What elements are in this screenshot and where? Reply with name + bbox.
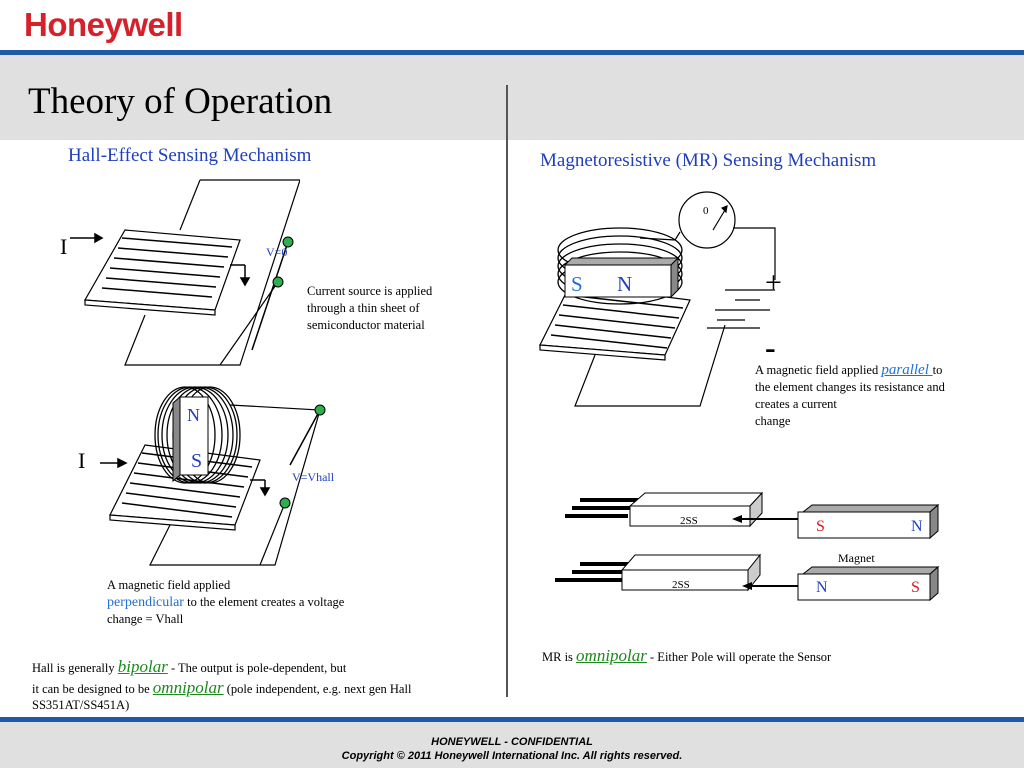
- magnet2-pole-n: N: [816, 579, 828, 596]
- honeywell-logo: Honeywell: [24, 6, 183, 43]
- perpendicular-term: perpendicular: [107, 595, 184, 610]
- caption-line: through a thin sheet of: [307, 301, 420, 315]
- terminal-dot: [272, 276, 284, 288]
- meter: [678, 191, 736, 249]
- magnet-bar: [172, 395, 209, 483]
- pole-s-label: S: [571, 272, 583, 296]
- mr-heading: Magnetoresistive (MR) Sensing Mechanism: [540, 150, 877, 171]
- coil: [154, 386, 241, 484]
- sensor-magnet-diagram: 2SS S N Magnet 2SS N S: [555, 491, 940, 602]
- magnet1-pole-n: N: [911, 518, 923, 535]
- hall-diagram-with-magnet: N S I V=Vhall: [78, 386, 335, 566]
- magnet2-pole-s: S: [911, 579, 920, 596]
- summary-text: it can be designed to be: [32, 682, 153, 696]
- mr-summary: MR is omnipolar - Either Pole will opera…: [542, 646, 1002, 667]
- caption-line: semiconductor material: [307, 318, 425, 332]
- magnet-bar: [563, 256, 680, 299]
- plus-sign: +: [765, 266, 782, 299]
- magnet-block: [797, 565, 940, 602]
- caption-line: the element changes its resistance and: [755, 380, 945, 394]
- minus-sign: -: [765, 329, 776, 365]
- circuit-wire: [149, 404, 321, 566]
- voltage-label: V=Vhall: [292, 470, 335, 484]
- header-band: [0, 50, 1024, 55]
- hall-caption-1: Current source is applied through a thin…: [307, 283, 432, 334]
- summary-text: MR is: [542, 650, 577, 664]
- mr-diagram: S N 0 + -: [539, 191, 782, 407]
- pole-n-label: N: [617, 272, 632, 296]
- circuit-wire: [574, 324, 726, 407]
- current-label: I: [60, 234, 67, 259]
- column-divider: [506, 85, 508, 697]
- footer-band: [0, 717, 1024, 722]
- confidential-notice: HONEYWELL - CONFIDENTIAL: [431, 736, 593, 748]
- bipolar-term: bipolar: [117, 657, 168, 676]
- summary-text: - The output is pole-dependent, but: [167, 661, 347, 675]
- sensor-body: [628, 491, 764, 528]
- magnet-block: [797, 503, 940, 540]
- summary-line: it can be designed to be omnipolar (pole…: [32, 678, 502, 699]
- meter-reading: 0: [703, 205, 709, 217]
- summary-line: SS351AT/SS451A): [32, 698, 130, 712]
- caption-line: creates a current: [755, 397, 837, 411]
- terminal-dot: [282, 236, 294, 248]
- omnipolar-term: omnipolar: [152, 678, 224, 697]
- sensor-label: 2SS: [680, 515, 698, 527]
- title-bar: [0, 55, 1024, 140]
- summary-text: Hall is generally: [32, 661, 118, 675]
- caption-text: A magnetic field applied: [755, 363, 882, 377]
- hall-summary: Hall is generally bipolar - The output i…: [32, 657, 502, 712]
- caption-text: to: [932, 363, 943, 377]
- footer-bar: [0, 722, 1024, 768]
- sensor-body: [620, 553, 762, 592]
- caption-text: to the element creates a voltage: [183, 595, 345, 609]
- sensor-leads: [565, 498, 645, 518]
- sensor-label: 2SS: [672, 579, 690, 591]
- caption-line: change: [755, 414, 791, 428]
- caption-line: A magnetic field applied: [107, 578, 231, 592]
- mr-caption: A magnetic field applied parallel to the…: [755, 362, 985, 430]
- voltage-label: V=0: [266, 245, 287, 259]
- caption-line: A magnetic field applied parallel to: [755, 362, 985, 379]
- magnet-label: Magnet: [838, 551, 875, 565]
- hall-diagram-no-field: I V=0: [60, 179, 300, 366]
- terminal-dot: [279, 497, 291, 509]
- omnipolar-term: omnipolar: [576, 646, 647, 665]
- summary-line: Hall is generally bipolar - The output i…: [32, 657, 502, 678]
- summary-text: (pole independent, e.g. next gen Hall: [223, 682, 412, 696]
- pole-s-label: S: [191, 450, 202, 472]
- hall-caption-2: A magnetic field applied perpendicular t…: [107, 577, 407, 628]
- caption-line: change = Vhall: [107, 612, 184, 626]
- page-title: Theory of Operation: [28, 81, 333, 122]
- circuit-wire: [733, 227, 776, 280]
- parallel-term: parallel: [881, 362, 933, 378]
- copyright-notice: Copyright © 2011 Honeywell International…: [341, 750, 683, 762]
- magnet1-pole-s: S: [816, 518, 825, 535]
- hall-effect-heading: Hall-Effect Sensing Mechanism: [68, 145, 312, 166]
- current-label: I: [78, 448, 85, 473]
- terminal-dot: [314, 404, 326, 416]
- pole-n-label: N: [187, 405, 200, 425]
- caption-line: perpendicular to the element creates a v…: [107, 594, 407, 611]
- circuit-wire: [124, 179, 300, 366]
- caption-line: Current source is applied: [307, 284, 433, 298]
- summary-text: - Either Pole will operate the Sensor: [646, 650, 832, 664]
